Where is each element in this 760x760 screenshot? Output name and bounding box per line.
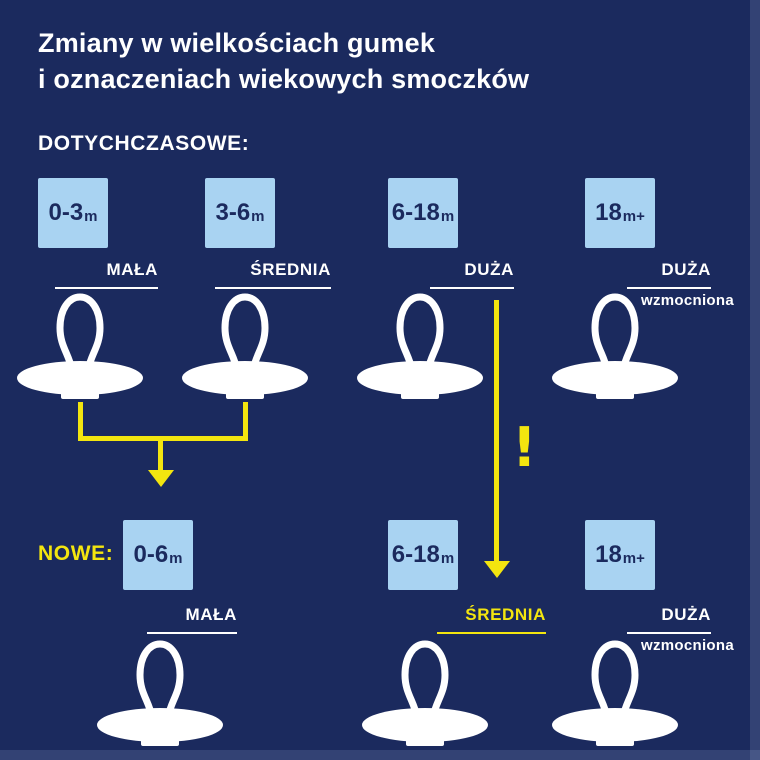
- pacifier-icon: [360, 635, 490, 747]
- exclamation-mark: !: [512, 416, 537, 479]
- age-box-suffix: m: [169, 549, 183, 567]
- change-arrowhead-icon: [484, 561, 510, 578]
- size-label-new-srednia: ŚREDNIA: [437, 605, 546, 634]
- age-box-main: 0-3: [48, 199, 84, 226]
- section-heading-old: DOTYCHCZASOWE:: [38, 132, 250, 155]
- size-label-new-duza-wzmocniona: DUŻA: [627, 605, 711, 634]
- age-box-suffix: m: [84, 207, 98, 225]
- pacifier-icon: [180, 288, 310, 400]
- age-box-suffix: m: [440, 549, 455, 567]
- bracket-right-stub: [243, 402, 248, 441]
- age-box-suffix: m: [251, 207, 265, 225]
- section-heading-new: NOWE:: [38, 542, 114, 565]
- bottom-edge-strip: [0, 750, 760, 760]
- change-arrow-shaft: [494, 300, 499, 563]
- size-sublabel-new-wzmocniona: wzmocniona: [640, 637, 734, 654]
- right-edge-strip: [750, 0, 760, 760]
- age-box-main: 0-6: [133, 541, 169, 568]
- age-box-main: 6-18: [391, 541, 440, 568]
- bracket-arrowhead-icon: [148, 470, 174, 487]
- bracket-arrow-shaft: [158, 436, 163, 472]
- age-box-suffix: m+: [622, 207, 645, 225]
- size-sublabel-old-wzmocniona: wzmocniona: [640, 292, 734, 309]
- size-label-old-mala: MAŁA: [55, 260, 158, 289]
- pacifier-icon: [355, 288, 485, 400]
- age-box-suffix: m: [440, 207, 455, 225]
- pacifier-icon: [550, 635, 680, 747]
- title-line-1: Zmiany w wielkościach gumek: [38, 28, 436, 58]
- size-label-new-mala: MAŁA: [147, 605, 237, 634]
- page-title: Zmiany w wielkościach gumek i oznaczenia…: [38, 26, 529, 97]
- pacifier-icon: [15, 288, 145, 400]
- pacifier-icon: [95, 635, 225, 747]
- bracket-horizontal-bar: [78, 436, 248, 441]
- age-box-main: 3-6: [215, 199, 251, 226]
- age-box-suffix: m+: [622, 549, 645, 567]
- age-box-main: 18: [595, 199, 622, 226]
- size-label-old-srednia: ŚREDNIA: [215, 260, 331, 289]
- pacifier-icon: [550, 288, 680, 400]
- size-label-old-duza-wzmocniona: DUŻA: [627, 260, 711, 289]
- size-label-old-duza: DUŻA: [430, 260, 514, 289]
- bracket-left-stub: [78, 402, 83, 441]
- age-box-main: 6-18: [391, 199, 440, 226]
- title-line-2: i oznaczeniach wiekowych smoczków: [38, 63, 530, 94]
- age-box-main: 18: [595, 541, 622, 568]
